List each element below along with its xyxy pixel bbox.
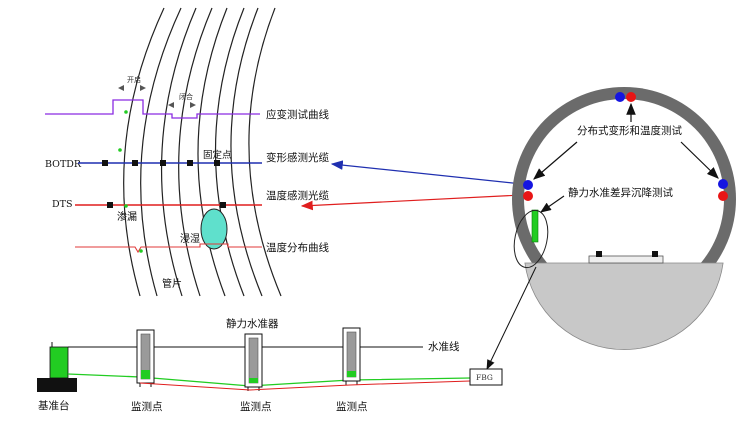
- leakage-label: 渗漏: [117, 210, 137, 223]
- open-marker: 开启: [118, 75, 146, 91]
- water-pipe: [67, 373, 471, 387]
- segment-1-outer: [140, 7, 182, 297]
- right-sensor-arrow: [680, 141, 719, 179]
- dts-label: DTS: [52, 199, 72, 210]
- tunnel-segments: [123, 7, 282, 297]
- strain-curve-line: [45, 99, 260, 119]
- open-label: 开启: [127, 75, 141, 84]
- segment-3-outer: [214, 7, 245, 297]
- tunnel-cross-section: [512, 87, 736, 350]
- fixed-point-marker: [160, 160, 166, 166]
- soaking-area: [200, 208, 228, 250]
- leveling-system: 基准台 水准线 监测点 静力水准器 监测点: [37, 317, 503, 413]
- soaking-label: 浸湿: [180, 233, 200, 245]
- benchmark-label: 基准台: [38, 399, 70, 412]
- left-red-sensor: [523, 191, 533, 201]
- dts-connector-arrow: [300, 194, 523, 211]
- close-marker: 闭合: [168, 92, 196, 108]
- botdr-connector-arrow: [330, 160, 523, 185]
- leveling-gauge-2: [244, 333, 263, 391]
- top-blue-sensor: [615, 92, 625, 102]
- track-rail: [652, 251, 658, 257]
- segment-4-outer: [248, 7, 282, 297]
- tunnel-interior: [524, 99, 724, 299]
- segment-2-outer: [178, 7, 213, 297]
- tunnel-floor: [524, 262, 724, 350]
- close-label: 闭合: [179, 92, 193, 101]
- dts-marker: [107, 202, 113, 208]
- fbg-signal-line: [139, 380, 471, 391]
- benchmark-tank: [49, 346, 69, 379]
- segment-4-inner: [230, 7, 263, 297]
- fixed-point-marker: [187, 160, 193, 166]
- temperature-curve-line: [75, 243, 262, 254]
- botdr-label: BOTDR: [45, 159, 82, 170]
- leveling-gauge-1: [136, 329, 155, 387]
- deformation-cable-label: 变形感测光缆: [266, 151, 329, 164]
- track-slab: [588, 255, 664, 264]
- botdr-green-dot: [118, 148, 122, 152]
- track-rail: [596, 251, 602, 257]
- fixed-point-label: 固定点: [203, 149, 232, 161]
- strain-curve-label: 应变测试曲线: [266, 108, 329, 121]
- strain-green-dot: [124, 110, 128, 114]
- segment-1-inner: [123, 7, 165, 297]
- leveling-gauge-label: 静力水准器: [226, 317, 279, 330]
- right-red-sensor: [718, 191, 728, 201]
- segment-3-inner: [197, 7, 228, 297]
- monitor-point-3-label: 监测点: [336, 400, 368, 413]
- top-red-sensor: [626, 92, 636, 102]
- water-level-line-label: 水准线: [428, 340, 460, 353]
- dts-green-dot: [124, 204, 128, 208]
- monitor-point-2-label: 监测点: [240, 400, 272, 413]
- leveling-gauge-3: [342, 327, 361, 385]
- segment-2-inner: [160, 7, 197, 297]
- monitor-point-1-label: 监测点: [131, 400, 163, 413]
- fixed-point-markers: [102, 160, 220, 166]
- fbg-leader-arrow: [486, 266, 537, 370]
- hydrostatic-arrow: [540, 195, 565, 213]
- fixed-point-marker: [214, 160, 220, 166]
- left-sensor-arrow: [533, 141, 578, 180]
- wall-leveling-sensor: [531, 209, 539, 243]
- benchmark-base: [37, 378, 77, 392]
- distributed-test-label: 分布式变形和温度测试: [577, 124, 682, 137]
- temperature-curve-label: 温度分布曲线: [266, 241, 329, 254]
- temperature-cable-label: 温度感测光缆: [266, 189, 329, 202]
- fbg-label: FBG: [476, 373, 493, 382]
- fbg-box: [469, 368, 503, 386]
- detail-callout-ellipse: [513, 209, 549, 269]
- left-blue-sensor: [523, 180, 533, 190]
- segment-label: 管片: [162, 277, 182, 290]
- right-blue-sensor: [718, 179, 728, 189]
- fixed-point-marker: [102, 160, 108, 166]
- dts-marker: [220, 202, 226, 208]
- temp-green-dot: [139, 249, 143, 253]
- hydrostatic-test-label: 静力水准差异沉降测试: [568, 186, 673, 199]
- fixed-point-marker: [132, 160, 138, 166]
